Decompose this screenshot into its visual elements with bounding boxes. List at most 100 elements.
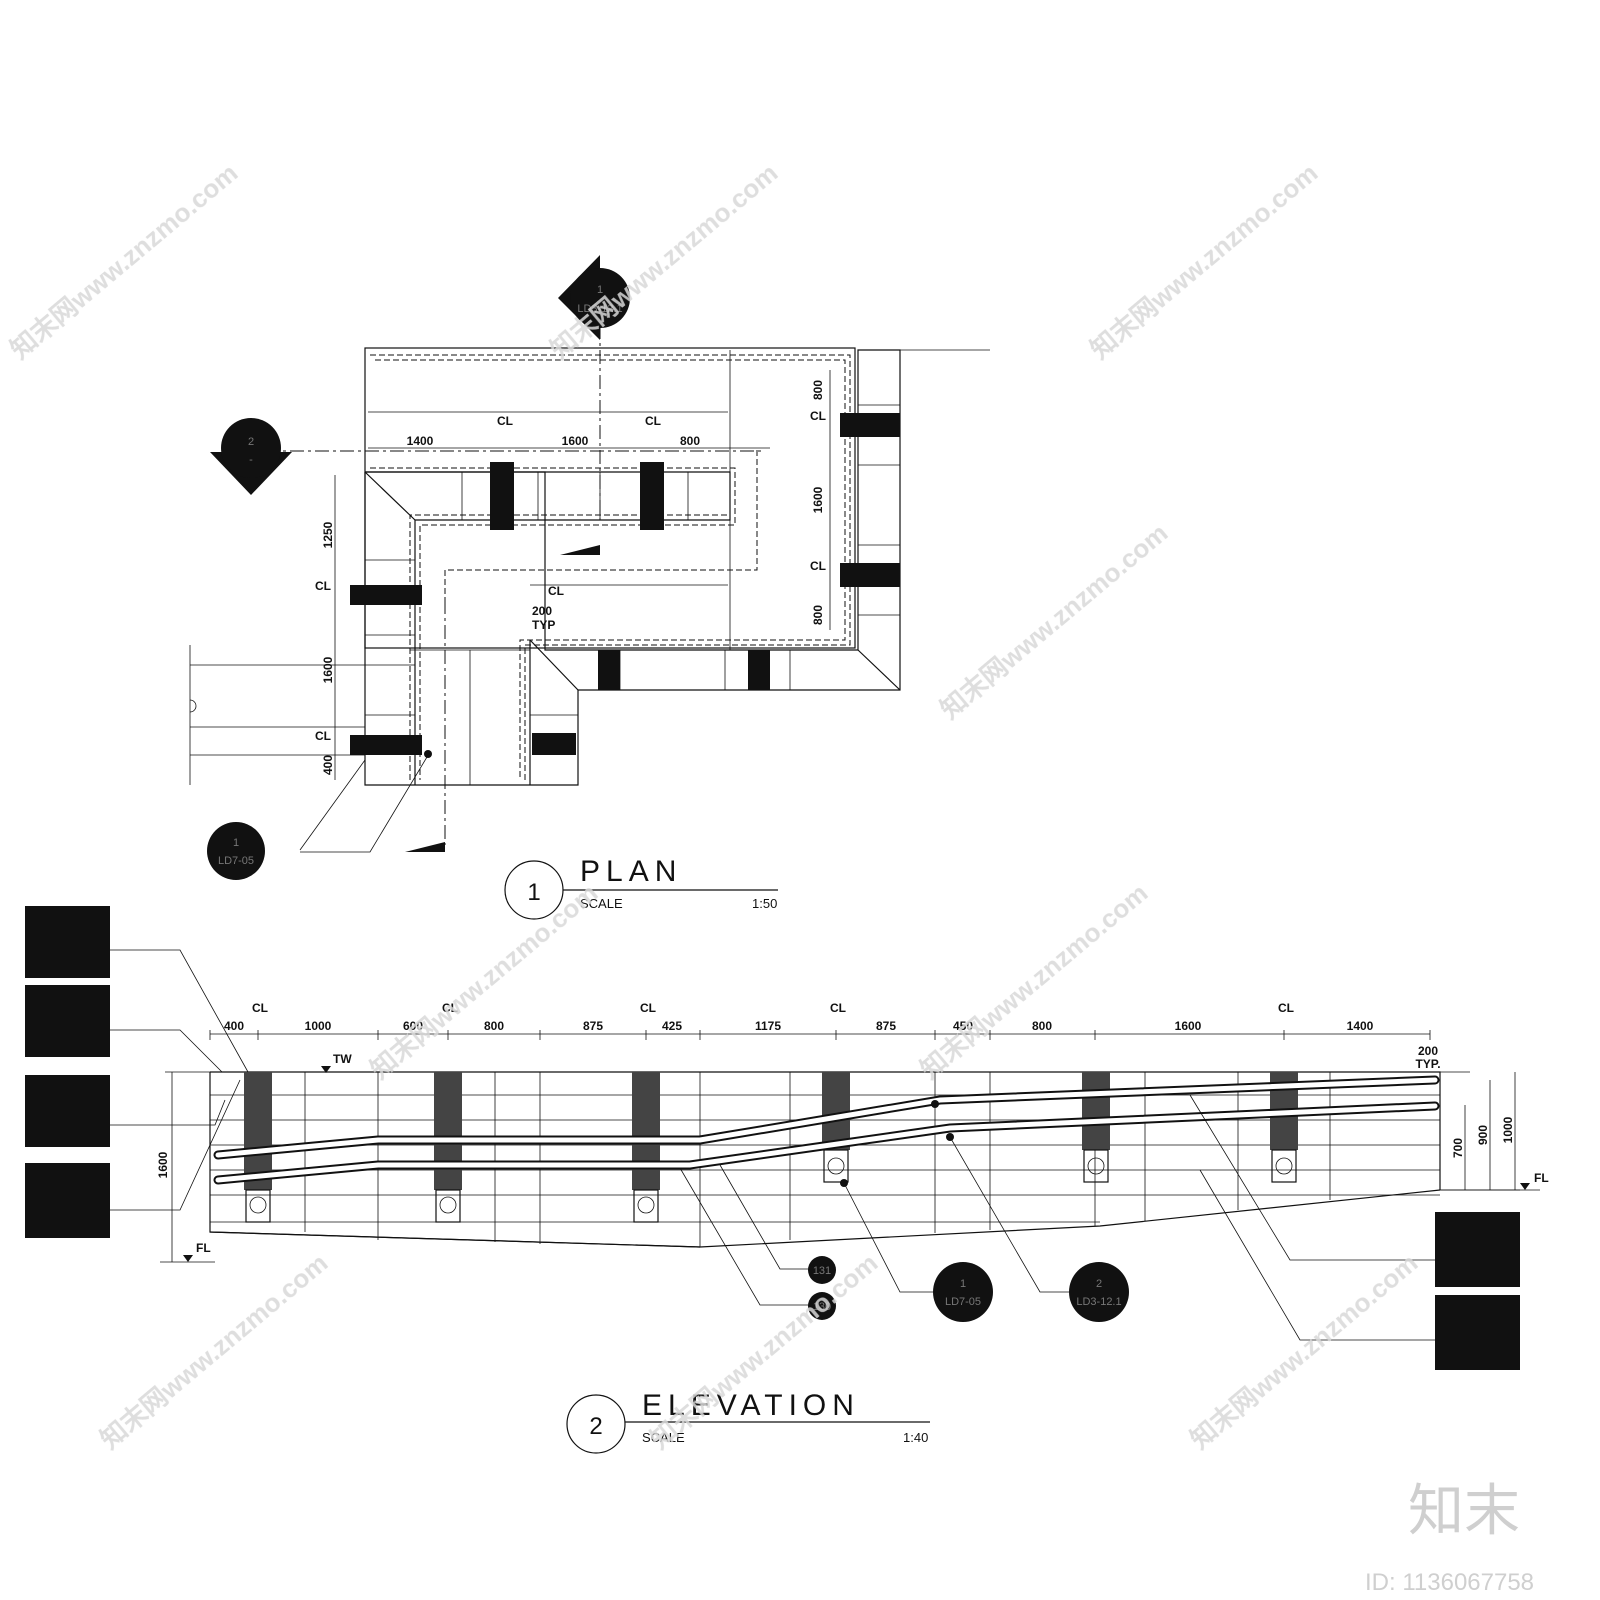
watermark-2: 知末网www.znzmo.com (545, 157, 784, 364)
watermark-4: 知末网www.znzmo.com (935, 517, 1174, 724)
right-tag-2 (1435, 1295, 1520, 1370)
plan-dim-right-1: 800 (811, 380, 825, 400)
watermark-3: 知末网www.znzmo.com (1085, 157, 1324, 364)
elevation-post-1 (244, 1072, 272, 1223)
handrail-lower (213, 1101, 1440, 1185)
watermark-8: 知末网www.znzmo.com (645, 1247, 884, 1454)
left-tag-4 (25, 1163, 110, 1238)
elevation-title-block: 2 ELEVATION SCALE 1:40 (566, 1389, 930, 1454)
watermark-layer: 知末网www.znzmo.com 知末网www.znzmo.com 知末网www… (5, 157, 1424, 1454)
elevation-post-3 (632, 1072, 660, 1223)
left-tag-3 (25, 1075, 110, 1147)
section-top-num: 1 (597, 284, 603, 296)
elev-dim-5: 875 (583, 1019, 603, 1033)
elev-dim-700: 700 (1451, 1138, 1465, 1158)
elev-dim-1: 400 (224, 1019, 244, 1033)
elev-callout-130[interactable]: 130 (808, 1292, 836, 1320)
left-tag-1 (25, 906, 110, 978)
callout-ld7-ref: LD7-05 (945, 1296, 981, 1308)
plan-drawing (189, 300, 990, 853)
elev-dim-6: 425 (662, 1019, 682, 1033)
image-id-text: ID: 1136067758 (1365, 1569, 1534, 1596)
elev-fl-right: FL (1534, 1171, 1549, 1185)
plan-typ-label: TYP (532, 618, 555, 632)
elev-cl-3: CL (640, 1001, 656, 1015)
plan-cl-3: CL (315, 579, 331, 593)
elevation-post-5 (1082, 1072, 1110, 1183)
elev-dim-left: 1600 (156, 1151, 170, 1178)
plan-callout-ref: LD7-05 (218, 855, 254, 867)
callout-130-num: 130 (813, 1301, 831, 1313)
plan-dim-right-2: 1600 (811, 486, 825, 513)
elev-dim-4: 800 (484, 1019, 504, 1033)
plan-dim-left-1: 1250 (321, 521, 335, 548)
elevation-drawing (25, 906, 1540, 1370)
elev-dim-12: 1400 (1347, 1019, 1374, 1033)
elev-cl-1: CL (252, 1001, 268, 1015)
elevation-post-4 (822, 1072, 850, 1183)
elev-dim-typ-label: TYP. (1415, 1057, 1440, 1071)
watermark-5: 知末网www.znzmo.com (365, 877, 604, 1084)
elev-dim-2: 1000 (305, 1019, 332, 1033)
plan-title-block: 1 PLAN SCALE 1:50 (504, 855, 778, 920)
elev-dim-8: 875 (876, 1019, 896, 1033)
elev-dim-9: 450 (953, 1019, 973, 1033)
elevation-scale-label: SCALE (642, 1430, 685, 1445)
plan-dim-top-1: 1400 (407, 434, 434, 448)
plan-cl-4: CL (315, 729, 331, 743)
section-marker-left[interactable]: 2 - (210, 418, 292, 495)
watermark-9: 知末网www.znzmo.com (1185, 1247, 1424, 1454)
elev-callout-ld3[interactable]: 2 LD3-12.1 (1069, 1262, 1129, 1322)
plan-scale-value: 1:50 (752, 896, 777, 911)
elev-dim-typ-value: 200 (1418, 1044, 1438, 1058)
callout-ld3-num: 2 (1096, 1278, 1102, 1290)
brand-watermark: 知末 (1408, 1479, 1520, 1542)
plan-cl-6: CL (810, 559, 826, 573)
callout-ld7-num: 1 (960, 1278, 966, 1290)
plan-dim-right-3: 800 (811, 605, 825, 625)
elev-cl-5: CL (1278, 1001, 1294, 1015)
left-tag-2 (25, 985, 110, 1057)
plan-cl-1: CL (497, 414, 513, 428)
plan-title: PLAN (580, 855, 682, 888)
callout-131-num: 131 (813, 1265, 831, 1277)
plan-dim-left-2: 1600 (321, 656, 335, 683)
elev-tw-label: TW (333, 1052, 352, 1066)
elev-dim-7: 1175 (755, 1019, 781, 1033)
plan-dim-left-3: 400 (321, 755, 335, 775)
elev-dim-10: 800 (1032, 1019, 1052, 1033)
watermark-6: 知末网www.znzmo.com (915, 877, 1154, 1084)
watermark-7: 知末网www.znzmo.com (95, 1247, 334, 1454)
plan-dim-top-3: 800 (680, 434, 700, 448)
plan-callout-num: 1 (233, 837, 239, 849)
right-tag-1 (1435, 1212, 1520, 1287)
callout-ld3-ref: LD3-12.1 (1076, 1296, 1121, 1308)
plan-cl-2: CL (645, 414, 661, 428)
elev-fl-left: FL (196, 1241, 211, 1255)
elevation-number: 2 (589, 1413, 602, 1440)
elev-dim-1000: 1000 (1501, 1116, 1515, 1143)
elev-dim-900: 900 (1476, 1125, 1490, 1145)
elev-callout-131[interactable]: 131 (808, 1256, 836, 1284)
section-marker-top[interactable]: 1 LD3-12.1 (558, 255, 630, 340)
plan-cl-5: CL (810, 409, 826, 423)
plan-detail-callout[interactable]: 1 LD7-05 (207, 822, 265, 880)
elev-cl-4: CL (830, 1001, 846, 1015)
elev-dim-3: 600 (403, 1019, 423, 1033)
elevation-title: ELEVATION (642, 1389, 860, 1422)
section-left-num: 2 (248, 436, 254, 448)
elev-cl-2: CL (442, 1001, 458, 1015)
plan-scale-label: SCALE (580, 896, 623, 911)
plan-dim-top-2: 1600 (562, 434, 589, 448)
elev-callout-ld7[interactable]: 1 LD7-05 (933, 1262, 993, 1322)
plan-cl-7: CL (548, 584, 564, 598)
handrail-upper (213, 1075, 1440, 1160)
elev-dim-11: 1600 (1175, 1019, 1202, 1033)
section-left-ref: - (249, 454, 253, 466)
plan-typ-value: 200 (532, 604, 552, 618)
elevation-scale-value: 1:40 (903, 1430, 928, 1445)
plan-number: 1 (527, 879, 540, 906)
watermark-1: 知末网www.znzmo.com (5, 157, 244, 364)
elevation-post-2 (434, 1072, 462, 1223)
